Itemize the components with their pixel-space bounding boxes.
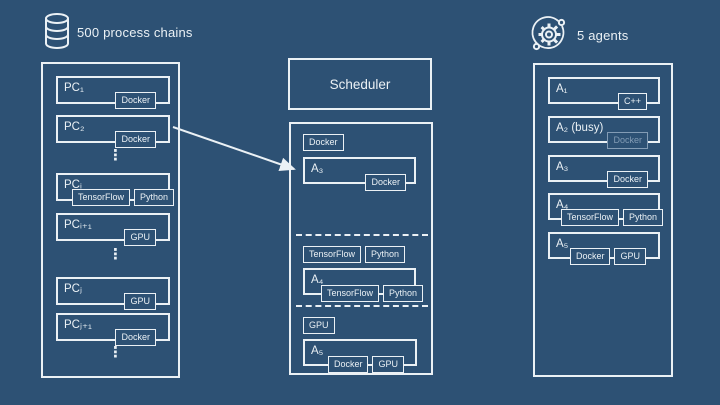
capability-tags: TensorFlow Python — [71, 189, 174, 206]
capability-tags: TensorFlow Python — [320, 285, 423, 302]
capability-tags: Docker GPU — [569, 248, 646, 265]
tag-docker: Docker — [607, 132, 648, 149]
tag-gpu: GPU — [372, 356, 404, 373]
process-chain-box: PC₁ — [56, 76, 170, 104]
agent-label: A₄ — [311, 274, 324, 286]
tag-docker: Docker — [115, 329, 156, 346]
queue-divider — [296, 305, 428, 307]
capability-tags: GPU — [124, 229, 156, 246]
capability-tags: Docker — [115, 131, 156, 148]
capability-tags: Docker — [607, 132, 648, 149]
agent-box-busy: A₂ (busy) — [548, 116, 660, 143]
process-chain-label: PC₂ — [64, 121, 85, 133]
requirement-tags: TensorFlow Python — [303, 246, 406, 263]
ellipsis: ⋮ — [108, 147, 123, 164]
scheduler-title: Scheduler — [329, 76, 391, 92]
process-chain-box: PCⱼ₊₁ — [56, 313, 170, 341]
capability-tags: GPU — [124, 293, 156, 310]
process-chain-label: PCᵢ — [64, 179, 82, 191]
tag-docker: Docker — [569, 248, 611, 265]
agent-label: A₄ — [556, 199, 569, 211]
capability-tags: TensorFlow Python — [560, 209, 663, 226]
capability-tags: C++ — [617, 93, 647, 110]
requirement-tags: GPU — [303, 317, 335, 334]
tag-python: Python — [622, 209, 663, 226]
assigned-agent-box: A₃ — [303, 157, 416, 184]
agent-label: A₁ — [556, 83, 568, 95]
tag-docker: Docker — [115, 131, 156, 148]
tag-docker: Docker — [303, 134, 344, 151]
capability-tags: Docker — [607, 171, 648, 188]
agent-label: A₅ — [311, 345, 324, 357]
tag-gpu: GPU — [614, 248, 646, 265]
requirement-tags: Docker — [303, 134, 344, 151]
scheduler-box: Scheduler — [288, 58, 432, 110]
capability-tags: Docker — [115, 92, 156, 109]
tag-python: Python — [133, 189, 174, 206]
agent-label: A₃ — [556, 161, 569, 173]
database-icon — [45, 13, 69, 49]
agent-box: A₃ — [548, 155, 660, 182]
scheduler-queue-panel — [289, 122, 433, 375]
agents-panel — [533, 63, 673, 377]
tag-tensorflow: TensorFlow — [320, 285, 379, 302]
tag-gpu: GPU — [124, 229, 156, 246]
process-chains-header: 500 process chains — [77, 25, 193, 40]
tag-tensorflow: TensorFlow — [303, 246, 362, 263]
tag-gpu: GPU — [124, 293, 156, 310]
capability-tags: Docker GPU — [327, 356, 404, 373]
agent-label: A₃ — [311, 163, 324, 175]
process-chains-panel — [41, 62, 180, 378]
agents-header: 5 agents — [577, 28, 629, 43]
ellipsis: ⋮ — [108, 246, 123, 263]
tag-docker: Docker — [607, 171, 648, 188]
tag-docker: Docker — [115, 92, 156, 109]
process-chain-label: PCⱼ — [64, 283, 82, 295]
process-chain-box: PCⱼ — [56, 277, 170, 305]
tag-python: Python — [365, 246, 406, 263]
tag-docker: Docker — [365, 174, 406, 191]
ellipsis: ⋮ — [108, 344, 123, 361]
tag-tensorflow: TensorFlow — [71, 189, 130, 206]
process-chain-box: PCᵢ₊₁ — [56, 213, 170, 241]
capability-tags: Docker — [115, 329, 156, 346]
gears-icon — [531, 16, 566, 51]
process-chain-label: PCᵢ₊₁ — [64, 219, 92, 231]
tag-python: Python — [382, 285, 423, 302]
tag-gpu: GPU — [303, 317, 335, 334]
process-chain-box: PC₂ — [56, 115, 170, 143]
agent-box: A₁ — [548, 77, 660, 104]
tag-tensorflow: TensorFlow — [560, 209, 619, 226]
queue-divider — [296, 234, 428, 236]
tag-cpp: C++ — [617, 93, 647, 110]
agent-label: A₅ — [556, 238, 569, 250]
process-chain-label: PCⱼ₊₁ — [64, 319, 92, 331]
capability-tags: Docker — [365, 174, 406, 191]
tag-docker: Docker — [327, 356, 369, 373]
agent-label: A₂ (busy) — [556, 122, 604, 134]
process-chain-label: PC₁ — [64, 82, 84, 94]
